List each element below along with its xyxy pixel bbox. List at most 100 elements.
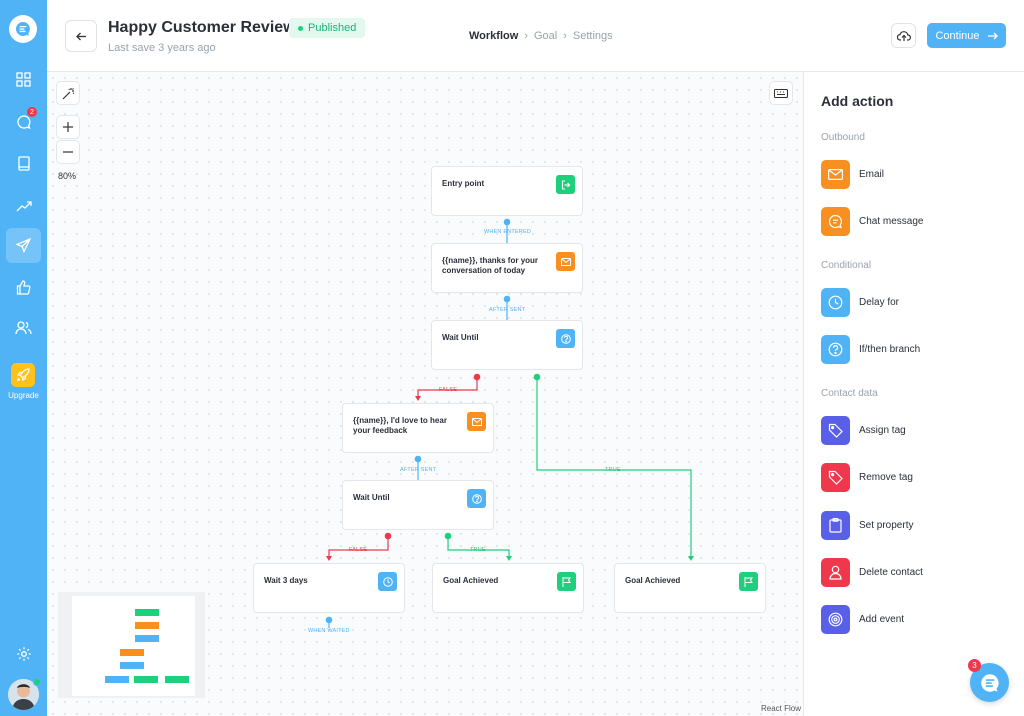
- node-label: Entry point: [442, 179, 485, 188]
- chat-widget-badge: 3: [968, 659, 981, 672]
- chat-logo-icon: [980, 673, 999, 692]
- minimap-node: [165, 676, 189, 683]
- flag-icon: [739, 572, 758, 591]
- edge-wait3-out[interactable]: [325, 616, 333, 628]
- keyboard-shortcuts-button[interactable]: [769, 81, 793, 105]
- magic-wand-icon: [62, 87, 74, 99]
- minimap-node: [135, 609, 159, 616]
- sidebar-item-reports[interactable]: [6, 188, 41, 223]
- sidebar-item-dashboard[interactable]: [6, 62, 41, 97]
- node-entry-point[interactable]: Entry point: [431, 166, 583, 216]
- paper-plane-icon: [16, 238, 31, 253]
- question-icon: [556, 329, 575, 348]
- action-email[interactable]: Email: [821, 159, 884, 189]
- workflow-canvas[interactable]: 80%: [47, 72, 803, 716]
- edge-wait1-true[interactable]: [533, 373, 694, 561]
- node-label: Wait Until: [353, 493, 390, 502]
- breadcrumb-goal[interactable]: Goal: [533, 30, 558, 42]
- enter-icon: [556, 175, 575, 194]
- top-header: Happy Customer Review Published Last sav…: [47, 0, 1024, 72]
- action-label: Chat message: [859, 215, 924, 227]
- target-icon: [821, 604, 850, 634]
- tag-icon: [821, 415, 850, 445]
- node-message-thanks[interactable]: {{name}}, thanks for your conversation o…: [431, 243, 583, 293]
- last-save-text: Last save 3 years ago: [108, 42, 216, 54]
- sidebar-item-chats[interactable]: 2: [6, 104, 41, 139]
- breadcrumb: Workflow › Goal › Settings: [469, 30, 613, 42]
- node-wait-until-2[interactable]: Wait Until: [342, 480, 494, 530]
- action-chat-message[interactable]: Chat message: [821, 206, 923, 236]
- arrow-left-icon: [75, 32, 86, 40]
- node-goal-achieved-1[interactable]: Goal Achieved: [432, 563, 584, 613]
- action-set-property[interactable]: Set property: [821, 510, 913, 540]
- edge-label-true: TRUE: [470, 547, 486, 553]
- edge-wait2-true[interactable]: [444, 532, 512, 561]
- react-flow-attribution[interactable]: React Flow: [761, 704, 802, 713]
- question-icon: [467, 489, 486, 508]
- edge-entry-to-msg1[interactable]: [503, 218, 511, 243]
- gear-icon: [16, 646, 31, 661]
- status-text: Published: [308, 22, 357, 34]
- back-button[interactable]: [65, 20, 97, 52]
- edge-label-false: FALSE: [349, 547, 368, 553]
- edge-wait1-false[interactable]: [415, 373, 481, 401]
- node-message-feedback[interactable]: {{name}}, I'd love to hear your feedback: [342, 403, 494, 453]
- mail-icon: [556, 252, 575, 271]
- user-icon: [821, 557, 850, 587]
- sidebar-item-contacts[interactable]: [6, 310, 41, 345]
- users-icon: [15, 320, 32, 334]
- sidebar-item-knowledge[interactable]: [6, 146, 41, 181]
- action-add-event[interactable]: Add event: [821, 604, 904, 634]
- chat-count-badge: 2: [27, 107, 37, 117]
- edge-msg1-to-wait1[interactable]: [503, 295, 511, 320]
- continue-label: Continue: [935, 29, 980, 42]
- magic-layout-button[interactable]: [56, 81, 80, 105]
- zoom-in-button[interactable]: [56, 115, 80, 139]
- minimap[interactable]: [58, 592, 205, 698]
- action-assign-tag[interactable]: Assign tag: [821, 415, 906, 445]
- node-goal-achieved-2[interactable]: Goal Achieved: [614, 563, 766, 613]
- trend-up-icon: [16, 200, 32, 211]
- sidebar-item-reviews[interactable]: [6, 270, 41, 305]
- minus-icon: [63, 151, 73, 153]
- minimap-node: [120, 662, 144, 669]
- question-icon: [821, 334, 850, 364]
- sidebar-item-settings[interactable]: [6, 636, 41, 671]
- minimap-node: [135, 622, 159, 629]
- edge-label-when-entered: WHEN ENTERED: [484, 229, 532, 235]
- publish-upload-button[interactable]: [891, 23, 916, 48]
- section-contact-data: Contact data: [821, 388, 878, 399]
- action-label: Add event: [859, 613, 905, 625]
- action-delete-contact[interactable]: Delete contact: [821, 557, 923, 587]
- action-delay-for[interactable]: Delay for: [821, 287, 899, 317]
- action-label: Delay for: [859, 296, 900, 308]
- edge-wait2-false[interactable]: [326, 532, 392, 561]
- zoom-out-button[interactable]: [56, 140, 80, 164]
- sidebar-item-campaigns[interactable]: [6, 228, 41, 263]
- online-status-dot: [33, 678, 41, 686]
- action-if-then-branch[interactable]: If/then branch: [821, 334, 920, 364]
- action-label: Set property: [859, 519, 914, 531]
- action-label: If/then branch: [859, 343, 921, 355]
- action-label: Remove tag: [859, 471, 913, 483]
- edge-label-true: TRUE: [605, 467, 621, 473]
- node-label: Goal Achieved: [625, 576, 681, 585]
- upgrade-button[interactable]: [11, 363, 35, 387]
- node-label: {{name}}, thanks for your conversation o…: [442, 256, 539, 275]
- edge-label-after-sent: AFTER SENT: [489, 307, 526, 313]
- chat-bubble-icon: [16, 114, 31, 129]
- chevron-right-icon: ›: [524, 30, 528, 42]
- continue-button[interactable]: Continue: [927, 23, 1006, 48]
- breadcrumb-workflow[interactable]: Workflow: [469, 30, 519, 42]
- action-remove-tag[interactable]: Remove tag: [821, 462, 913, 492]
- action-label: Email: [859, 168, 885, 180]
- clock-icon: [378, 572, 397, 591]
- minimap-node: [134, 676, 158, 683]
- edge-msg2-to-wait2[interactable]: [414, 455, 422, 480]
- panel-title: Add action: [821, 93, 894, 109]
- node-wait-until-1[interactable]: Wait Until: [431, 320, 583, 370]
- node-wait-3-days[interactable]: Wait 3 days: [253, 563, 405, 613]
- breadcrumb-settings[interactable]: Settings: [572, 30, 613, 42]
- minimap-node: [120, 649, 144, 656]
- app-logo-icon[interactable]: [9, 15, 37, 43]
